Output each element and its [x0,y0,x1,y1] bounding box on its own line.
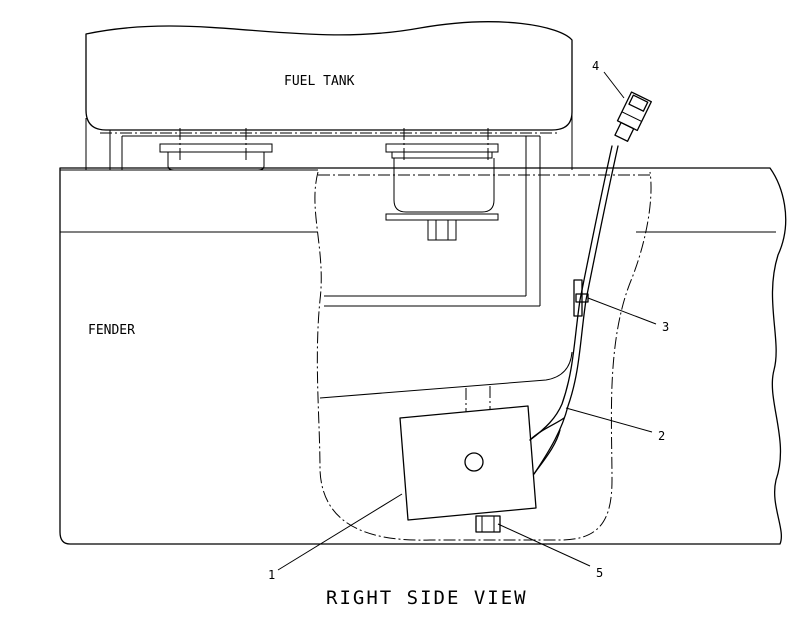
callout-3: 3 [662,320,669,334]
view-title: RIGHT SIDE VIEW [326,587,528,609]
callout-1: 1 [268,568,275,582]
leader-lines [277,71,657,571]
fender [59,167,787,545]
tank-bracket [100,128,560,307]
connector [614,91,652,142]
fuel-tank-label: FUEL TANK [284,74,355,89]
fuel-tank [85,21,573,170]
callout-2: 2 [658,429,665,443]
wiring-harness [529,145,619,475]
control-module [399,405,537,521]
mounting-nut [475,515,501,533]
fender-label: FENDER [88,323,135,338]
callout-5: 5 [596,566,603,580]
callout-4: 4 [592,59,599,73]
mounting-plate [319,351,573,399]
wheel-opening-contour [314,171,652,541]
